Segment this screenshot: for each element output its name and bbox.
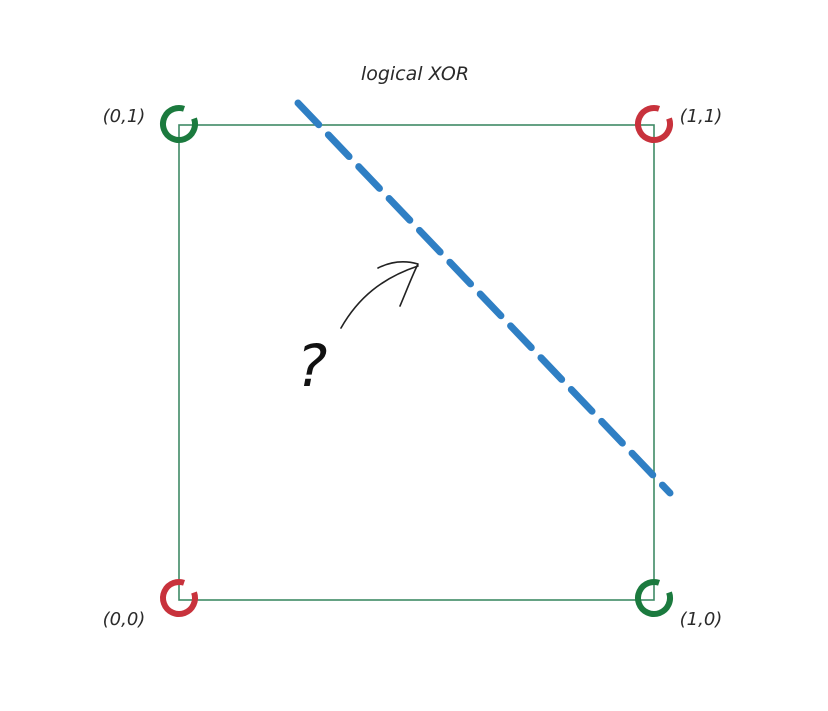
point-label-1-0: (1,0) (680, 609, 723, 630)
diagram-title: logical XOR (361, 63, 469, 85)
annotation-arrow-icon (340, 265, 419, 329)
point-label-1-1: (1,1) (680, 106, 723, 127)
point-label-0-1: (0,1) (103, 106, 146, 127)
point-1-1-circle (635, 104, 673, 143)
point-label-0-0: (0,0) (103, 609, 146, 630)
arrowhead-icon (377, 261, 419, 307)
question-mark-annotation: ? (297, 332, 328, 400)
point-0-0-circle (160, 579, 198, 617)
unit-square (178, 124, 655, 601)
point-0-1-circle (160, 105, 198, 143)
decision-boundary-line (294, 99, 674, 497)
point-1-0-circle (635, 579, 673, 617)
